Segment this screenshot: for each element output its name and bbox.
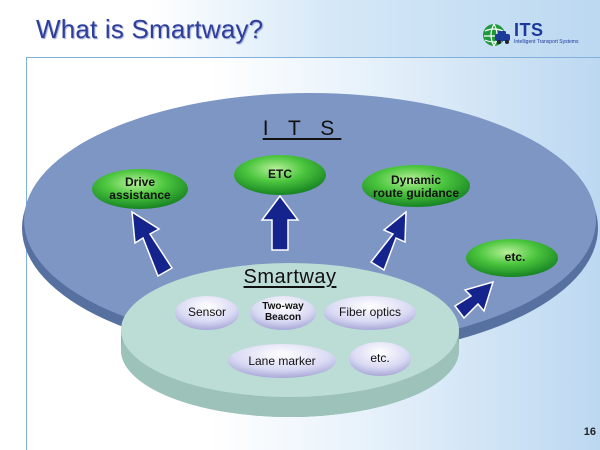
smartway-label: Smartway xyxy=(243,266,337,288)
etc-more-pill xyxy=(466,239,558,277)
sensor-label: Sensor xyxy=(187,305,227,319)
fiber-optics-label: Fiber optics xyxy=(338,305,402,319)
etc-component-pill xyxy=(349,342,411,376)
arrow-to-drive-assistance xyxy=(131,210,174,278)
dynamic-route-guidance-label: Dynamic route guidance xyxy=(372,173,459,201)
etc-more-label: etc. xyxy=(504,250,526,264)
etc-component-label: etc. xyxy=(370,351,390,365)
arrow-to-etc-more xyxy=(453,280,495,320)
lane-marker-pill xyxy=(228,344,336,378)
etc-label: ETC xyxy=(268,167,292,181)
drive-assistance-pill xyxy=(92,169,188,209)
its-disc xyxy=(24,93,596,347)
globe-car-icon xyxy=(483,23,510,47)
two-way-beacon-label: Two-way Beacon xyxy=(262,301,304,323)
arrow-to-etc xyxy=(260,194,300,251)
dynamic-route-guidance-pill xyxy=(362,165,470,207)
fiber-optics-pill xyxy=(324,296,416,330)
etc-pill xyxy=(234,155,326,195)
slide-title: What is Smartway? xyxy=(36,14,264,44)
arrow-to-dynamic-route-guidance xyxy=(369,210,407,272)
logo-subtitle: Intelligent Transport Systems xyxy=(514,39,579,45)
title-underline xyxy=(26,57,600,58)
page-number: 16 xyxy=(583,426,596,438)
sensor-pill xyxy=(175,296,239,330)
drive-assistance-label: Drive assistance xyxy=(109,175,171,203)
its-label: I T S xyxy=(262,117,342,140)
logo-text: ITS xyxy=(514,20,544,40)
two-way-beacon-pill xyxy=(250,296,316,330)
left-margin-line xyxy=(26,58,27,450)
lane-marker-label: Lane marker xyxy=(248,354,316,368)
its-logo: ITS Intelligent Transport Systems xyxy=(482,16,600,54)
